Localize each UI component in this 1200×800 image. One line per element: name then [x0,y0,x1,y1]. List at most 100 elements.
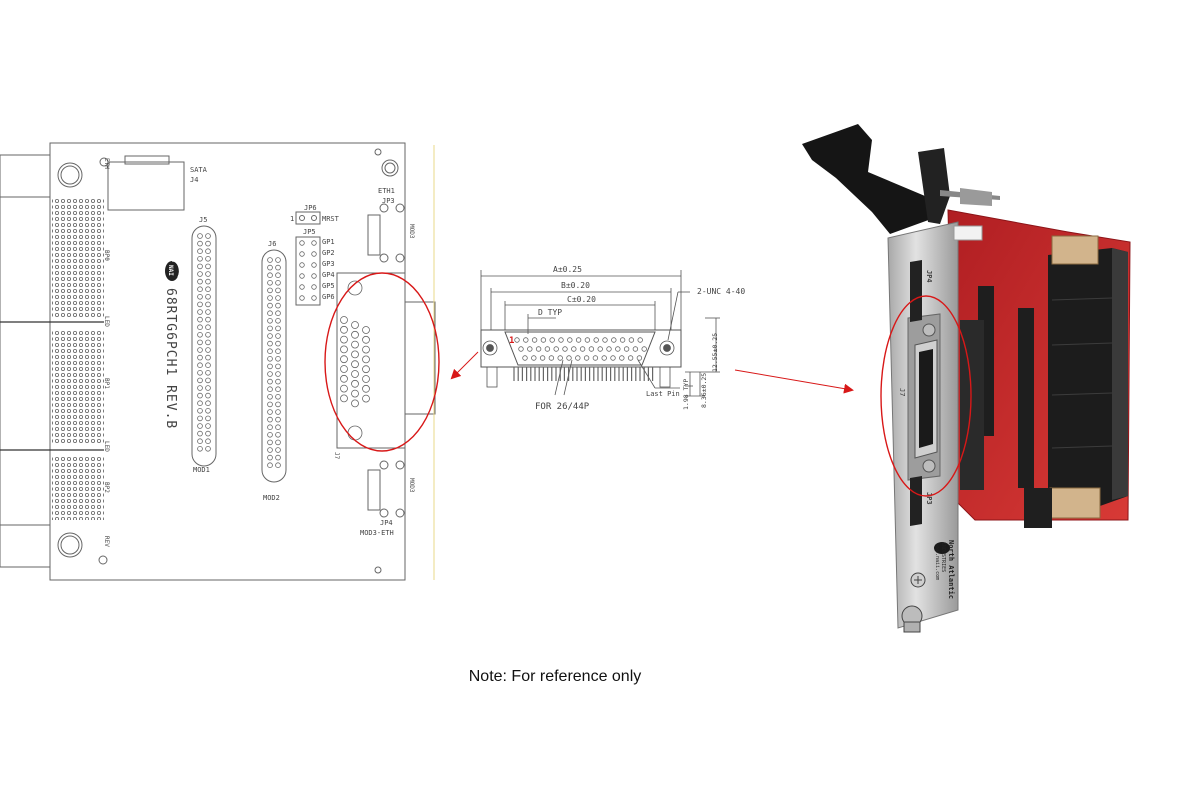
pin [275,431,281,438]
pin [299,295,305,301]
cpci-card-render [802,124,1131,633]
screw-spec-label: 2-UNC 4-40 [697,287,745,296]
pin [267,424,273,431]
jp6-label: JP6 [304,204,317,212]
pin [606,346,612,352]
pin [267,279,273,286]
pin [615,346,621,352]
pin [523,337,529,343]
pin [351,399,359,408]
pin [362,355,370,364]
pin [275,272,281,279]
pin [275,447,281,453]
pin [531,355,537,361]
pin [197,385,203,391]
pin [267,257,273,263]
pin [340,325,348,334]
j7-photo-highlight-ellipse [880,295,972,497]
edge-label-led-2: LED [103,441,110,452]
pin [584,337,591,343]
pin [197,445,203,452]
pin [205,347,211,353]
pin [351,389,359,398]
jp6-pin1-label: 1 [290,215,294,223]
pin [267,416,273,423]
pin [205,438,211,445]
pin [205,430,211,437]
pin [347,425,363,441]
pin [205,400,211,407]
pin [197,415,203,422]
pin [275,317,281,324]
pin [311,251,317,257]
pin [197,430,203,437]
pin [636,355,643,361]
jp3-label: JP3 [382,197,395,205]
pin [205,331,211,338]
mod3-bottom-label: MOD3 [408,478,415,493]
dim-c-label: C±0.20 [567,295,596,304]
edge-label-rev: REV [103,536,110,547]
brand-line-2: INDUSTRIES [940,542,946,572]
jp5-label: JP5 [303,228,316,236]
pin [267,386,273,393]
pin [527,346,533,352]
pin [205,255,211,262]
pin [275,416,281,423]
pin [275,340,281,347]
connector-lead-pins [513,367,654,381]
pin [362,394,370,403]
pin [197,248,203,255]
pin [299,284,305,290]
j4-label: J4 [190,176,198,184]
pin [514,337,520,343]
pin [627,355,634,361]
pin [205,233,211,239]
pin [549,337,555,343]
pin [205,369,211,376]
pin [197,392,203,399]
edge-label-led-1: LED [103,316,110,327]
pin [275,348,281,355]
pin [362,375,370,383]
pin [205,263,211,270]
pin [275,378,281,385]
pin [548,355,555,361]
pin [362,365,370,374]
pin [601,355,607,361]
pin [362,335,370,344]
pin [267,287,273,294]
pin [623,346,630,352]
pin [628,337,635,343]
pin [197,407,203,414]
pin [205,286,211,293]
pin [340,374,348,383]
pin [205,392,211,399]
pin1-label: 1 [509,336,514,346]
pin [197,286,203,293]
pin [275,401,281,408]
pin [340,394,348,403]
pin [267,333,273,339]
gp1-label: GP1 [322,238,335,246]
pin [267,355,273,362]
sata-connector [107,161,185,211]
pin [566,355,572,361]
pin [351,350,359,359]
pin [518,346,524,352]
pin [540,337,547,343]
pin [619,355,625,361]
j5-pins [197,233,211,452]
pin [267,302,273,309]
pin [340,316,348,324]
photo-brand: North Atlantic INDUSTRIES www.naii.com [934,540,955,599]
pin [197,271,203,277]
pin [197,362,203,369]
edge-label-eth: ETH [103,158,110,169]
photo-label-j7: J7 [898,388,906,396]
edge-labels: ETH BP0 LED BP1 LED BP2 REV [103,158,110,547]
pin [205,240,211,247]
j5-connector [191,225,217,467]
pin [575,355,581,361]
pin [340,335,348,344]
